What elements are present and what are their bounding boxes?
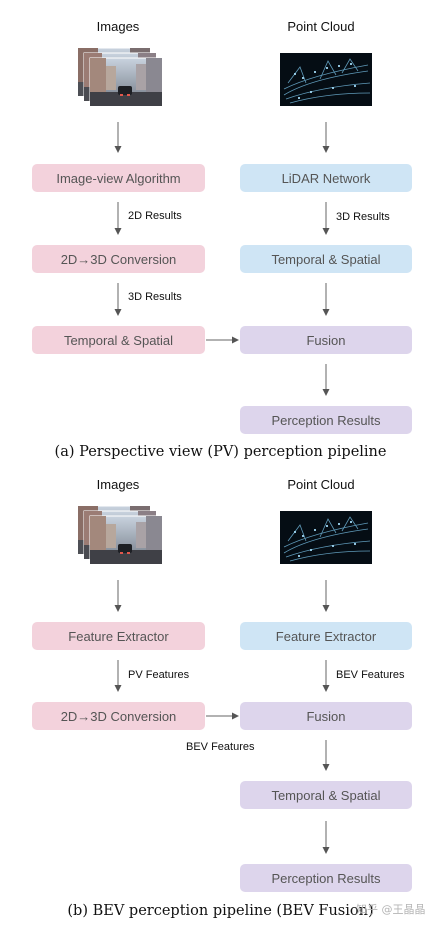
bev-point-cloud-image: [280, 511, 372, 564]
bev-pv-features-label: PV Features: [128, 669, 190, 681]
pv-images-heading: Images: [96, 19, 140, 34]
pv-temporal-spatial-right-box: Temporal & Spatial: [240, 245, 412, 273]
bev-images-heading: Images: [96, 477, 140, 492]
bev-temporal-spatial-box: Temporal & Spatial: [240, 781, 412, 809]
watermark: 知乎 @王晶晶: [356, 903, 426, 916]
bev-caption: (b) BEV perception pipeline (BEV Fusion): [67, 903, 374, 919]
pv-2d-results-label: 2D Results: [128, 210, 182, 222]
bev-perception-results-box: Perception Results: [240, 864, 412, 892]
pv-2d-3d-conversion-box: 2D→3D Conversion: [32, 245, 205, 273]
bev-feature-extractor-left-box: Feature Extractor: [32, 622, 205, 650]
bev-pointcloud-heading: Point Cloud: [287, 477, 355, 492]
pv-perception-results-box: Perception Results: [240, 406, 412, 434]
pv-image-view-algorithm-box: Image-view Algorithm: [32, 164, 205, 192]
pv-3d-results-left-label: 3D Results: [128, 291, 182, 303]
bev-2d-3d-conversion-box: 2D→3D Conversion: [32, 702, 205, 730]
bev-bev-features-right-label: BEV Features: [336, 669, 405, 681]
pv-fusion-box: Fusion: [240, 326, 412, 354]
bev-bev-features-below-label: BEV Features: [186, 741, 255, 753]
bev-fusion-box: Fusion: [240, 702, 412, 730]
pv-point-cloud-image: [280, 53, 372, 106]
bev-camera-images-stack: [77, 505, 168, 570]
pv-camera-images-stack: [77, 47, 168, 112]
pv-lidar-network-box: LiDAR Network: [240, 164, 412, 192]
bev-feature-extractor-right-box: Feature Extractor: [240, 622, 412, 650]
pv-temporal-spatial-left-box: Temporal & Spatial: [32, 326, 205, 354]
pv-caption: (a) Perspective view (PV) perception pip…: [54, 444, 387, 460]
pv-3d-results-right-label: 3D Results: [336, 211, 390, 223]
pv-pointcloud-heading: Point Cloud: [287, 19, 355, 34]
